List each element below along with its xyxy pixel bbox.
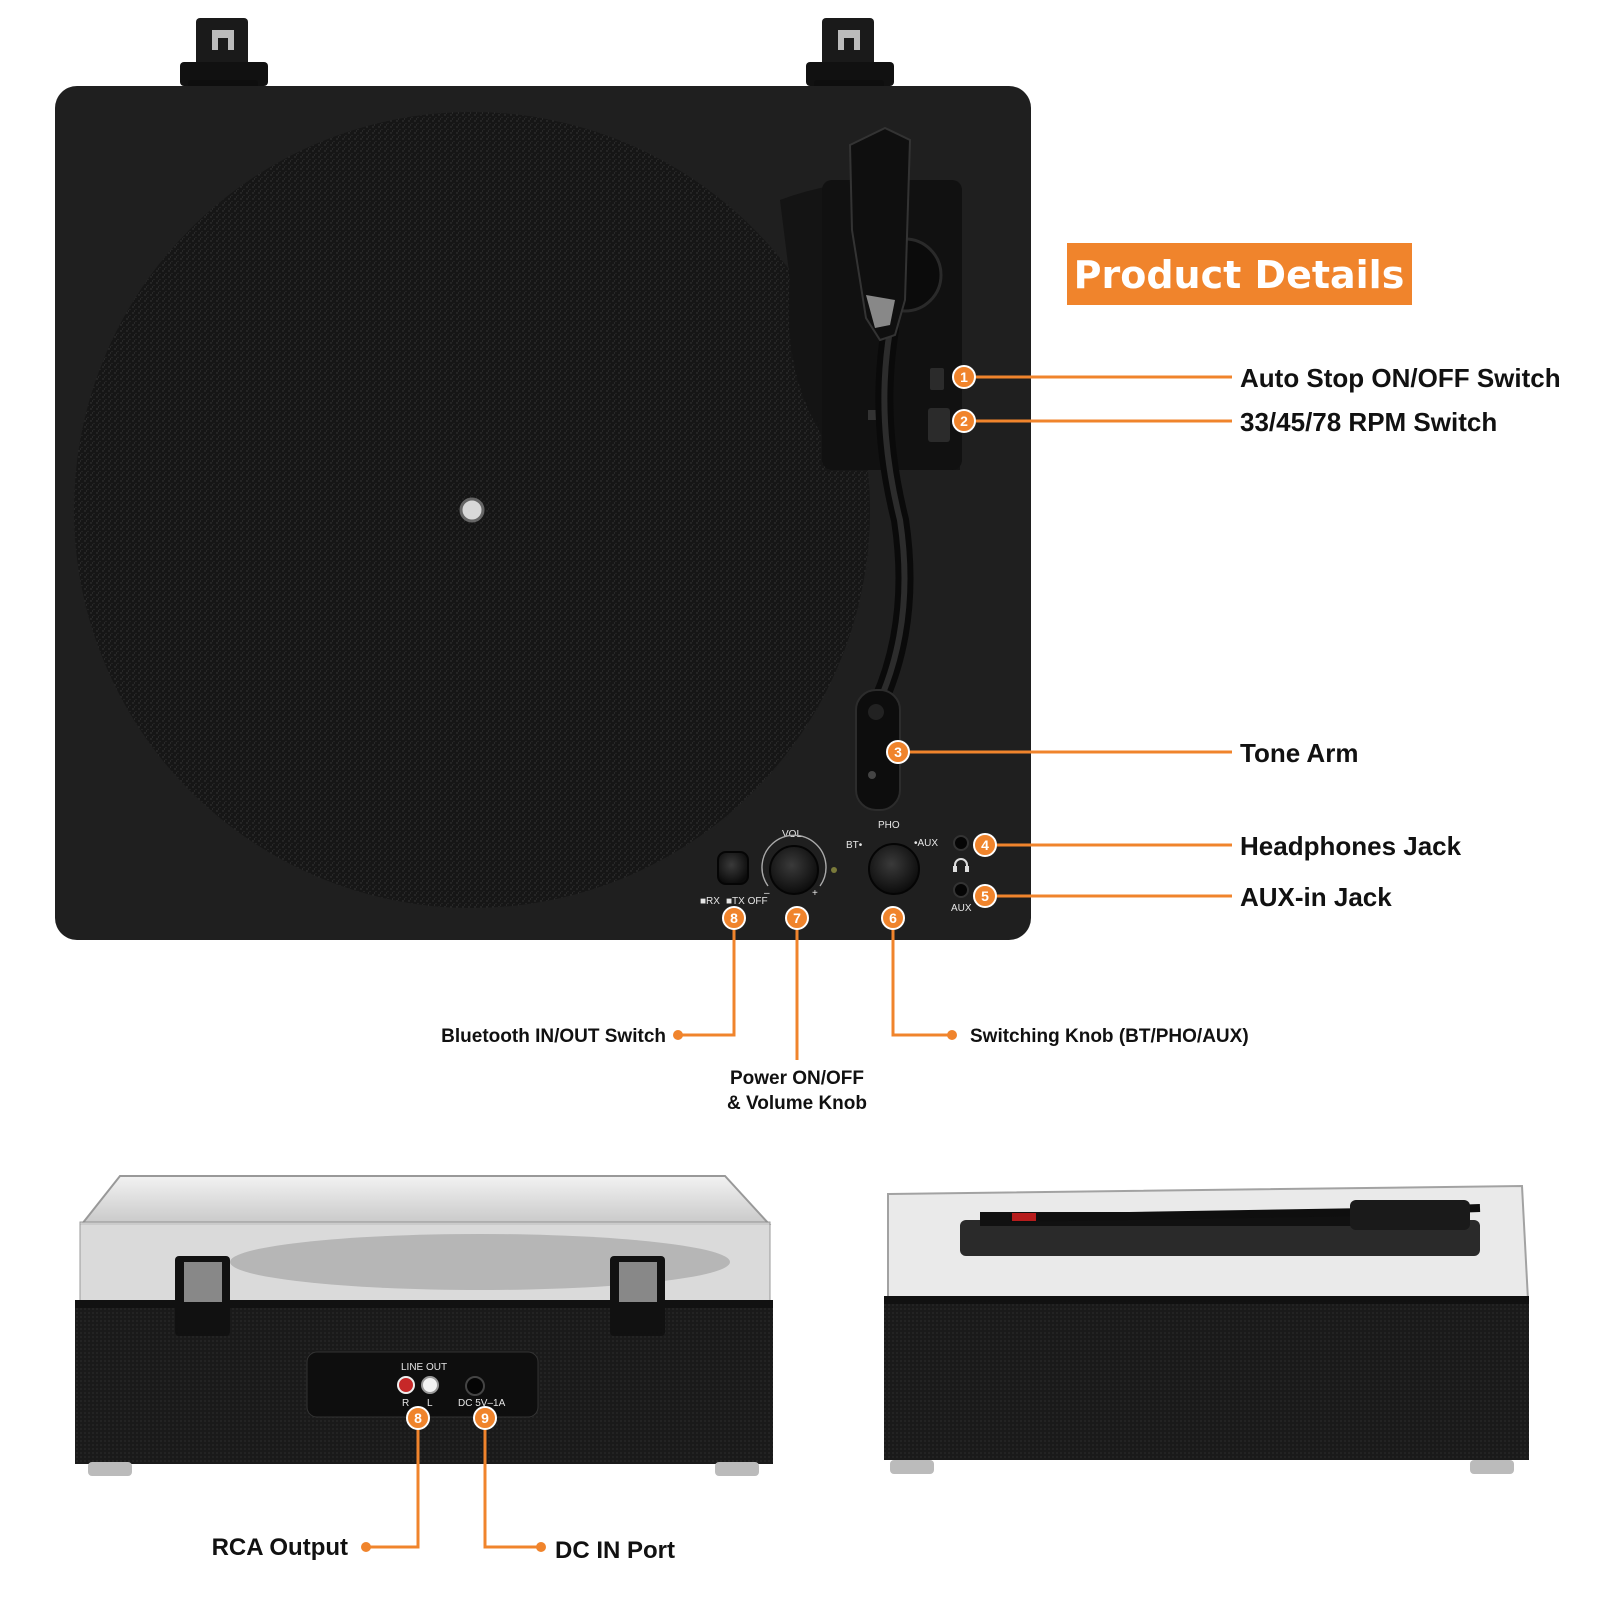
volume-knob[interactable] [769,845,819,895]
badge-rear-9: 9 [473,1406,497,1430]
rx-label: RX [706,896,720,907]
svg-text:7: 7 [793,910,801,926]
label-auto-stop: Auto Stop ON/OFF Switch [1240,363,1561,393]
rca-left-jack[interactable] [421,1376,439,1394]
dc-label: DC 5V–1A [458,1398,506,1409]
plus-label: + [812,888,818,899]
aux-in-jack[interactable] [953,882,969,898]
label-switching-knob: Switching Knob (BT/PHO/AUX) [970,1026,1249,1047]
label-rpm-switch: 33/45/78 RPM Switch [1240,407,1497,437]
tx-off-label: TX OFF [732,896,768,907]
label-dc-in-port: DC IN Port [555,1537,675,1564]
label-power-volume-line2: & Volume Knob [727,1093,867,1114]
callout-badges: 1 2 3 4 5 6 7 8 [722,365,997,930]
rpm-switch[interactable] [928,408,950,442]
switching-knob[interactable] [868,843,920,895]
page-title: Product Details [1074,253,1405,297]
vol-label: VOL [782,829,802,840]
dc-in-port[interactable] [465,1376,485,1396]
svg-text:6: 6 [889,910,897,926]
label-bluetooth-switch: Bluetooth IN/OUT Switch [441,1026,666,1047]
badge-5: 5 [973,884,997,908]
svg-text:1: 1 [960,369,968,385]
bluetooth-switch-button[interactable] [717,851,749,885]
badge-rear-8: 8 [406,1406,430,1430]
title-banner: Product Details [1067,243,1412,305]
rear-callout-dots [361,1542,546,1552]
label-rca-output: RCA Output [212,1534,348,1561]
minus-label: – [764,888,770,899]
callouts [678,375,1232,1060]
svg-text:2: 2 [960,413,968,429]
label-headphones-jack: Headphones Jack [1240,831,1462,861]
rear-badges: 8 9 [406,1406,497,1430]
turntable-side-view [884,1184,1530,1474]
turntable-top-view: ■RX ■TX OFF VOL – + PHO BT• •AUX AUX [55,18,1031,940]
headphones-icon [953,858,969,872]
svg-text:8: 8 [730,910,738,926]
badge-2: 2 [952,409,976,433]
rca-r-label: R [402,1398,409,1409]
svg-text:8: 8 [414,1410,422,1426]
svg-text:5: 5 [981,888,989,904]
auto-stop-switch[interactable] [930,368,944,390]
badge-4: 4 [973,833,997,857]
callout-labels: Auto Stop ON/OFF Switch 33/45/78 RPM Swi… [441,363,1560,1114]
svg-text:■TX OFF: ■TX OFF [726,896,768,907]
line-out-label: LINE OUT [401,1362,447,1373]
badge-7: 7 [785,906,809,930]
aux-knob-label: •AUX [914,838,938,849]
power-led [831,867,837,873]
rca-l-label: L [427,1398,433,1409]
badge-3: 3 [886,740,910,764]
callout-dots [673,1030,957,1040]
svg-text:3: 3 [894,744,902,760]
pho-label: PHO [878,820,900,831]
headphones-jack[interactable] [953,835,969,851]
tone-arm[interactable] [848,126,914,811]
svg-text:9: 9 [481,1410,489,1426]
label-aux-in-jack: AUX-in Jack [1240,882,1392,912]
spindle [459,497,485,523]
aux-jack-label: AUX [951,903,972,914]
badge-8: 8 [722,906,746,930]
rear-callouts [366,1418,541,1549]
badge-1: 1 [952,365,976,389]
svg-text:■RX: ■RX [700,896,720,907]
rca-right-jack[interactable] [397,1376,415,1394]
svg-text:4: 4 [981,837,989,853]
badge-6: 6 [881,906,905,930]
bt-label: BT• [846,840,863,851]
control-panel: ■RX ■TX OFF VOL – + PHO BT• •AUX AUX [700,820,972,914]
label-power-volume-line1: Power ON/OFF [730,1068,864,1089]
turntable-rear-view: LINE OUT R L DC 5V–1A [75,1175,773,1476]
label-tone-arm: Tone Arm [1240,738,1358,768]
